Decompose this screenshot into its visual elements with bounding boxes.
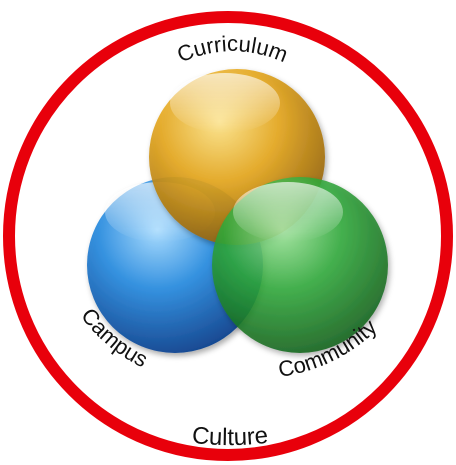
- culture-label: Culture: [191, 422, 270, 451]
- community-sphere: [212, 177, 388, 353]
